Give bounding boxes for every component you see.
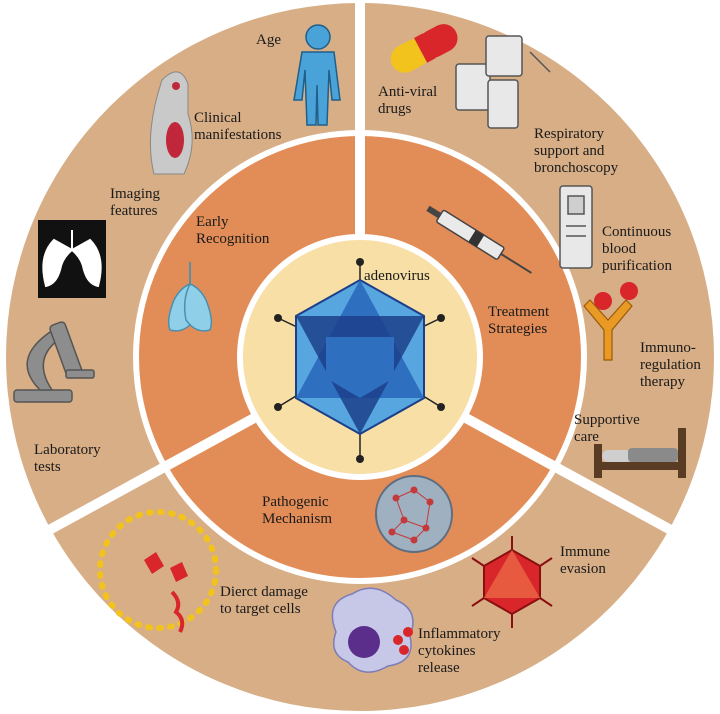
lungs-icon [167,262,213,332]
adenovirus-label: adenovirus [364,268,430,284]
inflammatory-cytokines-label: Inflammatory cytokines release [418,626,501,676]
supportive-care-label: Supportive care [574,412,640,445]
treatment-strategies-title: Treatment Strategies [488,304,550,337]
age-label: Age [256,32,281,48]
blood-purification-icon [559,185,593,269]
antibody-icon [583,282,638,361]
blood-purification-label: Continuous blood purification [602,224,672,274]
sector-dividers [37,0,683,540]
lung-xray-icon [38,220,106,298]
torso-icon [149,71,193,175]
microscope-icon [13,321,95,403]
immunoregulation-label: Immuno- regulation therapy [640,340,701,390]
direct-damage-label: Dierct damage to target cells [220,584,308,617]
antiviral-drugs-label: Anti-viral drugs [378,84,438,117]
bed-icon [594,428,686,478]
macrophage-icon [331,587,414,673]
clinical-manifestations-label: Clinical manifestations [194,110,282,143]
adenovirus-icon [274,258,445,463]
network-cell-icon [375,475,453,553]
pathogenic-mechanism-title: Pathogenic Mechanism [262,494,332,527]
immune-evasion-label: Immune evasion [560,544,610,577]
early-recognition-title: Early Recognition [196,214,270,247]
person-icon [293,24,341,126]
laboratory-tests-label: Laboratory tests [34,442,101,475]
red-virus-icon [471,536,553,628]
syringe-icon [426,205,532,274]
capsule-icon [390,24,458,73]
ventilator-icon [455,35,551,129]
damaged-cell-icon [97,509,219,633]
respiratory-support-label: Respiratory support and bronchoscopy [534,126,619,176]
ring-separator [133,130,587,584]
imaging-features-label: Imaging features [110,186,160,219]
